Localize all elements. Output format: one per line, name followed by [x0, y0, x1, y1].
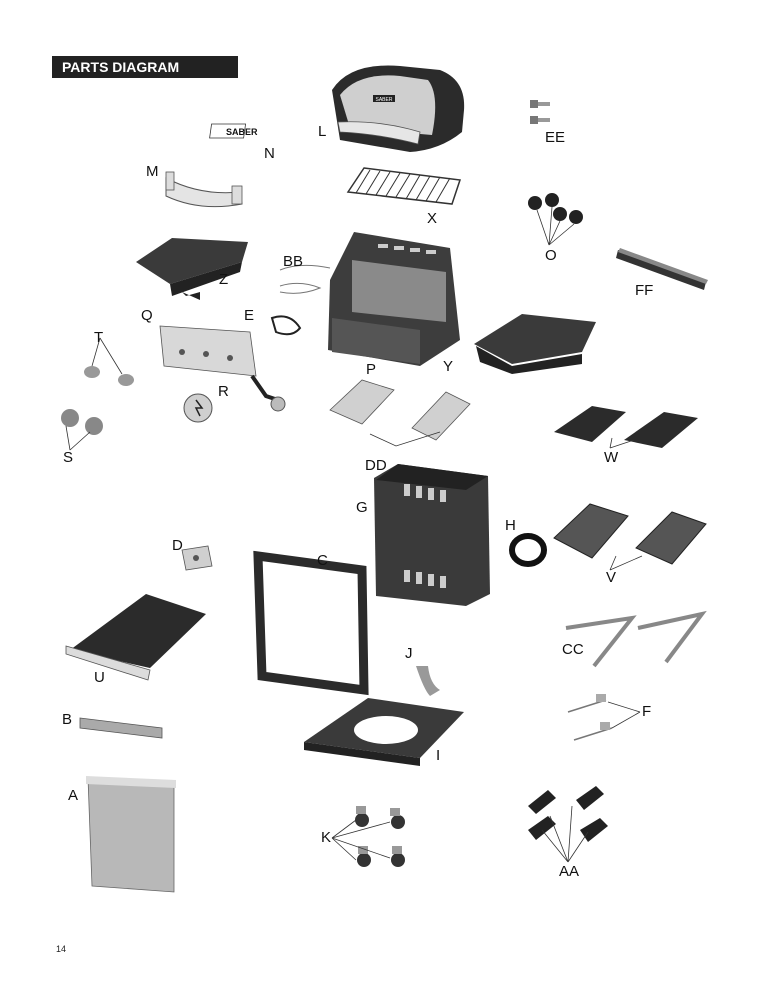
part-right-side-shelf — [474, 314, 596, 374]
part-lid: SABER — [332, 65, 465, 152]
part-heat-shield-bar — [616, 248, 708, 290]
part-control-panel — [159, 325, 257, 377]
part-gas-valve — [250, 374, 286, 412]
part-tank-ring — [509, 533, 547, 567]
label-DD: DD — [365, 457, 387, 474]
part-door-brackets — [528, 786, 608, 863]
part-casters — [331, 806, 405, 867]
label-D: D — [172, 537, 183, 554]
part-clips — [567, 694, 641, 741]
part-firebox — [328, 232, 460, 366]
label-C: C — [317, 552, 328, 569]
label-T: T — [94, 329, 104, 346]
label-K: K — [321, 829, 332, 846]
label-BB: BB — [283, 253, 304, 270]
label-Y: Y — [443, 358, 454, 375]
page-title: PARTS DIAGRAM — [52, 56, 238, 78]
part-small-knobs — [84, 337, 134, 386]
part-hinge-bar — [79, 717, 163, 739]
part-cooking-grates — [554, 406, 698, 449]
label-L: L — [318, 123, 327, 140]
label-U: U — [94, 669, 105, 686]
label-B: B — [62, 711, 73, 728]
label-N: N — [264, 145, 275, 162]
label-H: H — [505, 517, 516, 534]
label-I: I — [436, 747, 441, 764]
part-igniter-module — [270, 315, 302, 336]
lid-logo: SABER — [376, 97, 393, 103]
label-G: G — [356, 499, 368, 516]
badge-logo-text: SABER — [226, 127, 258, 137]
label-Z: Z — [219, 271, 229, 288]
part-bottom-shelf — [304, 698, 464, 766]
part-ignition-box — [181, 545, 213, 571]
label-FF: FF — [635, 282, 654, 299]
part-door — [86, 776, 176, 893]
part-handle — [165, 171, 243, 208]
label-O: O — [545, 247, 557, 264]
label-EE: EE — [545, 129, 566, 146]
part-screws — [530, 100, 550, 124]
part-igniter-button — [183, 393, 213, 423]
part-left-side-shelf — [136, 238, 248, 300]
part-warming-rack — [346, 167, 462, 205]
part-crossover-brackets — [565, 610, 707, 668]
label-X: X — [427, 210, 438, 227]
label-V: V — [606, 569, 617, 586]
label-CC: CC — [562, 641, 584, 658]
label-AA: AA — [559, 863, 580, 880]
label-Q: Q — [141, 307, 153, 324]
label-M: M — [146, 163, 159, 180]
page-number: 14 — [56, 944, 67, 954]
part-igniter-wires — [279, 264, 331, 294]
part-control-knobs — [528, 193, 583, 246]
label-W: W — [604, 449, 619, 466]
part-cart-frame — [253, 550, 369, 696]
label-E: E — [244, 307, 255, 324]
label-R: R — [218, 383, 229, 400]
label-F: F — [642, 703, 652, 720]
part-cart-back-panel — [374, 464, 490, 606]
part-burners — [553, 503, 707, 571]
part-heat-plates — [329, 379, 471, 447]
part-grease-tray — [65, 594, 206, 681]
label-A: A — [68, 787, 79, 804]
label-S: S — [63, 449, 74, 466]
part-large-knobs — [61, 409, 103, 451]
label-J: J — [405, 645, 413, 662]
part-tank-hook — [416, 666, 440, 696]
part-logo-badge: SABER — [209, 123, 258, 139]
label-P: P — [366, 361, 377, 378]
